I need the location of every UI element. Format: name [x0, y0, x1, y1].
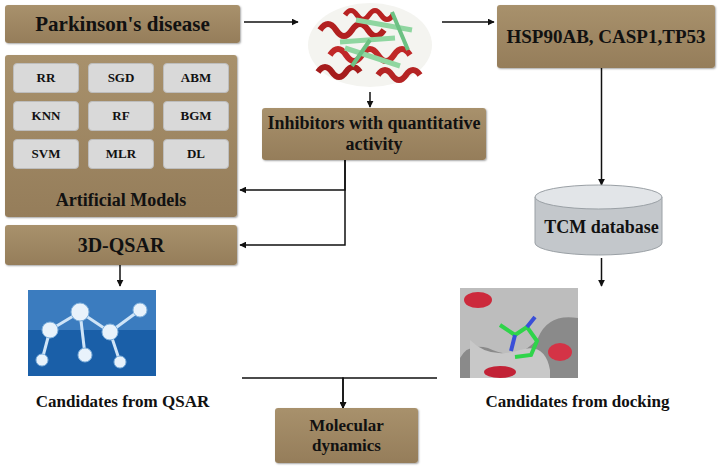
- node-label: Candidates from QSAR: [31, 392, 214, 412]
- connector: [601, 258, 603, 286]
- node-label: SVM: [27, 147, 66, 162]
- node-label: KNN: [27, 109, 66, 124]
- node-label: BGM: [175, 109, 216, 124]
- process-box: Inhibitors with quantitative activity: [262, 108, 486, 160]
- docking-illustration: [460, 288, 578, 378]
- model-box: DL: [163, 139, 229, 169]
- model-box: KNN: [13, 101, 79, 131]
- model-box: MLR: [88, 139, 154, 169]
- node-label: RF: [107, 109, 134, 124]
- process-box: HSP90AB, CASP1,TP53: [497, 5, 715, 68]
- process-box: Parkinson's disease: [5, 5, 240, 43]
- connector: [240, 160, 345, 190]
- connector: [343, 378, 437, 408]
- database-node: TCM database: [535, 185, 668, 255]
- node-label: ABM: [176, 71, 216, 86]
- arrow-line: [369, 92, 371, 107]
- node-label: HSP90AB, CASP1,TP53: [502, 26, 711, 48]
- node-label: Molecular dynamics: [275, 416, 418, 455]
- node-label: TCM database: [539, 217, 664, 238]
- node-label: Inhibitors with quantitative activity: [262, 113, 486, 154]
- model-box: SGD: [88, 63, 154, 93]
- node-label: DL: [182, 147, 210, 162]
- node-label: 3D-QSAR: [73, 234, 170, 257]
- process-box: Artificial Models RR SGD ABM KNN RF BGM SVM MLR D…: [5, 55, 237, 217]
- model-box: RR: [13, 63, 79, 93]
- model-box: BGM: [163, 101, 229, 131]
- connector: [240, 160, 345, 245]
- connector: [242, 378, 343, 408]
- node-label: Artificial Models: [51, 190, 191, 211]
- connector: [601, 68, 603, 185]
- arrow-line: [244, 21, 298, 23]
- figure-node: Candidates from QSAR: [5, 288, 240, 412]
- protein-illustration: [308, 3, 432, 87]
- node-label: MLR: [101, 147, 141, 162]
- node-label: Candidates from docking: [481, 392, 675, 412]
- process-box: Molecular dynamics: [275, 408, 418, 463]
- process-box: 3D-QSAR: [5, 225, 237, 265]
- node-label: Parkinson's disease: [30, 12, 214, 36]
- molecule-illustration: [28, 290, 156, 376]
- node-label: RR: [32, 71, 61, 86]
- model-box: RF: [88, 101, 154, 131]
- connector: [119, 265, 121, 286]
- arrow-line: [442, 21, 494, 23]
- figure-node: Candidates from docking: [440, 288, 715, 412]
- model-box: ABM: [163, 63, 229, 93]
- node-label: SGD: [103, 71, 140, 86]
- model-box: SVM: [13, 139, 79, 169]
